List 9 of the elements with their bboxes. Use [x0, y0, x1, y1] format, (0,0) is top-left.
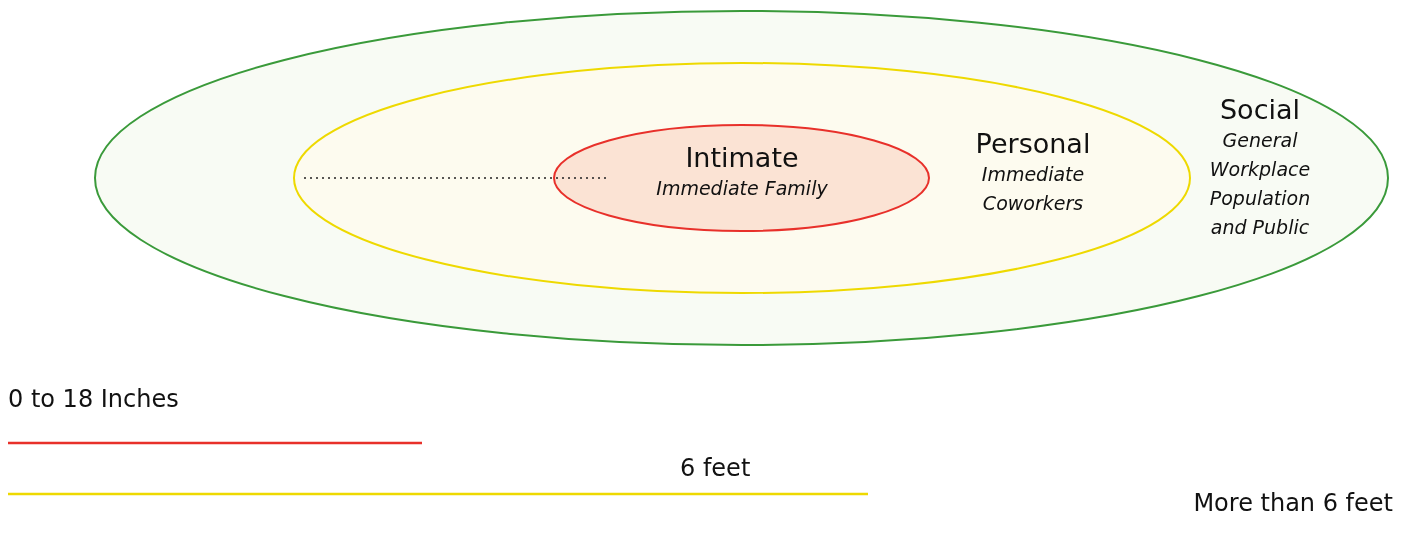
distance-label: More than 6 feet [1193, 488, 1393, 518]
distance-label: 0 to 18 Inches [8, 384, 179, 414]
zone-title: Personal [974, 128, 1092, 160]
zone-description: General Workplace Population and Public [1208, 128, 1312, 240]
distance-label: 6 feet [680, 453, 751, 483]
zone-title: Social [1218, 94, 1302, 126]
zone-description: Immediate Family [655, 176, 829, 201]
zone-title: Intimate [684, 142, 800, 174]
zone-description: Immediate Coworkers [980, 162, 1086, 216]
